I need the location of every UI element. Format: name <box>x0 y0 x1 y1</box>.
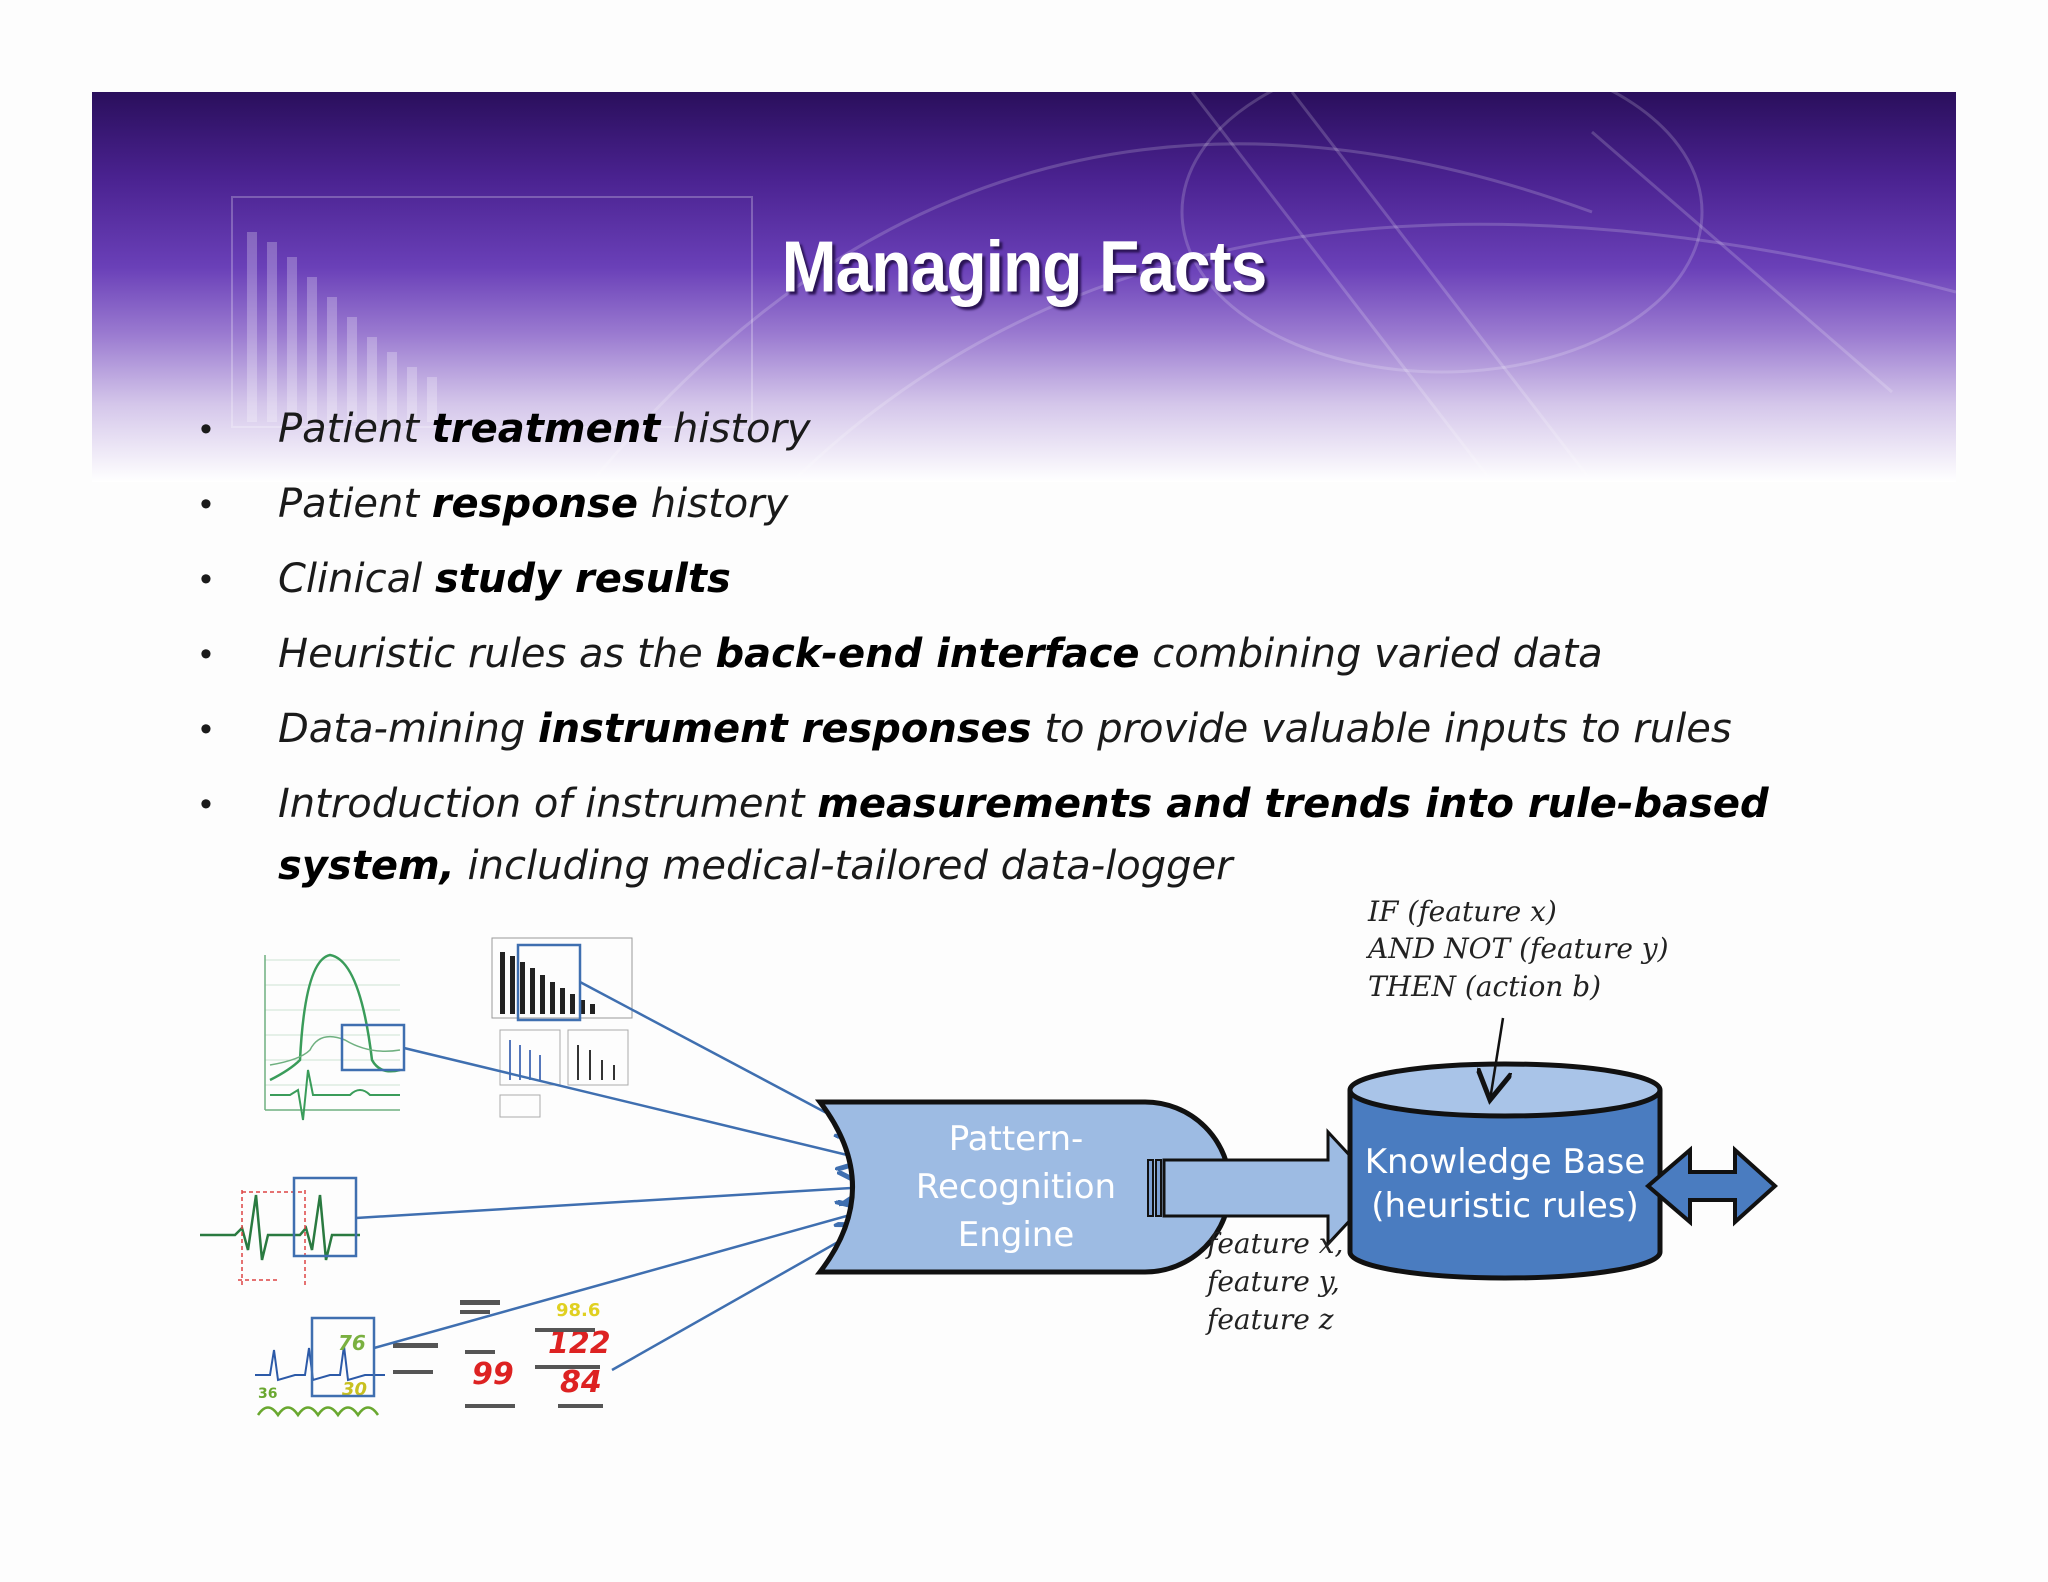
bullet-emphasis: response <box>431 481 638 527</box>
bullet-text: Data-mining <box>278 706 538 752</box>
input-arrows <box>355 980 868 1372</box>
patient-monitor-thumbnail: 76 30 36 99 122 84 98.6 <box>255 1300 611 1418</box>
bullet-item: • Introduction of instrument measurements… <box>200 773 1800 897</box>
bullet-dot: • <box>200 484 212 524</box>
bullet-emphasis: back-end interface <box>715 631 1140 677</box>
bullet-text: including medical-tailored data-logger <box>454 843 1233 889</box>
feature-line3: feature z <box>1205 1303 1334 1336</box>
heart-rate-value: 76 <box>338 1331 366 1355</box>
pattern-recognition-engine: Pattern- Recognition Engine <box>814 1099 1233 1275</box>
engine-label-line3: Engine <box>958 1215 1075 1255</box>
rule-annotation: IF (feature x) AND NOT (feature y) THEN … <box>1365 895 1669 1100</box>
bullet-text: Heuristic rules as the <box>278 631 716 677</box>
bullet-dot: • <box>200 784 212 824</box>
banner-background-graphic <box>231 92 1956 482</box>
bullet-text: to provide valuable inputs to rules <box>1031 706 1732 752</box>
bullet-text: history <box>638 481 789 527</box>
knowledge-base-cylinder: Knowledge Base (heuristic rules) <box>1347 1061 1663 1281</box>
diastolic-value: 84 <box>560 1365 602 1400</box>
bullet-dot: • <box>200 634 212 674</box>
bullet-text: Patient <box>278 406 432 452</box>
bullet-emphasis: instrument responses <box>537 706 1032 752</box>
spo2-value: 99 <box>472 1357 514 1392</box>
kb-label-line1: Knowledge Base <box>1365 1142 1646 1182</box>
bullet-text: Introduction of instrument <box>278 781 818 827</box>
bullet-item: • Patient treatment history <box>200 398 1800 473</box>
rule-line3: THEN (action b) <box>1368 970 1601 1003</box>
temperature-value: 98.6 <box>556 1300 600 1321</box>
rule-line1: IF (feature x) <box>1367 895 1557 928</box>
feature-line2: feature y, <box>1205 1265 1340 1298</box>
bullet-dot: • <box>200 409 212 449</box>
engine-label-line1: Pattern- <box>949 1119 1084 1159</box>
cardiac-cycle-thumbnail <box>264 953 406 1121</box>
bullet-text: combining varied data <box>1139 631 1603 677</box>
bar-chart-thumbnail <box>491 937 633 1118</box>
small-value: 36 <box>258 1386 277 1402</box>
bullet-item: • Data-mining instrument responses to pro… <box>200 698 1800 773</box>
feature-annotation: feature x, feature y, feature z <box>1205 1227 1343 1336</box>
bullet-text: Clinical <box>278 556 435 602</box>
bullet-text: Patient <box>278 481 432 527</box>
bullet-emphasis: study results <box>434 556 731 602</box>
bullet-emphasis: treatment <box>431 406 661 452</box>
bullet-item: • Heuristic rules as the back-end interfa… <box>200 623 1800 698</box>
bullet-item: • Clinical study results <box>200 548 1800 623</box>
engine-label-line2: Recognition <box>916 1167 1116 1207</box>
feature-line1: feature x, <box>1205 1227 1343 1260</box>
double-headed-arrow <box>1644 1145 1778 1227</box>
title-banner <box>92 92 1956 482</box>
rule-line2: AND NOT (feature y) <box>1365 932 1669 965</box>
bullet-list: • Patient treatment history • Patient resp… <box>200 398 1800 897</box>
slide-title: Managing Facts <box>781 225 1268 307</box>
bullet-text: history <box>660 406 811 452</box>
bullet-dot: • <box>200 559 212 599</box>
bullet-item: • Patient response history <box>200 473 1800 548</box>
bullet-dot: • <box>200 709 212 749</box>
ecg-strip-thumbnail <box>200 1176 360 1285</box>
bullet-emphasis: measurements and trends into rule-based … <box>278 781 1769 889</box>
kb-label-line2: (heuristic rules) <box>1371 1186 1639 1226</box>
